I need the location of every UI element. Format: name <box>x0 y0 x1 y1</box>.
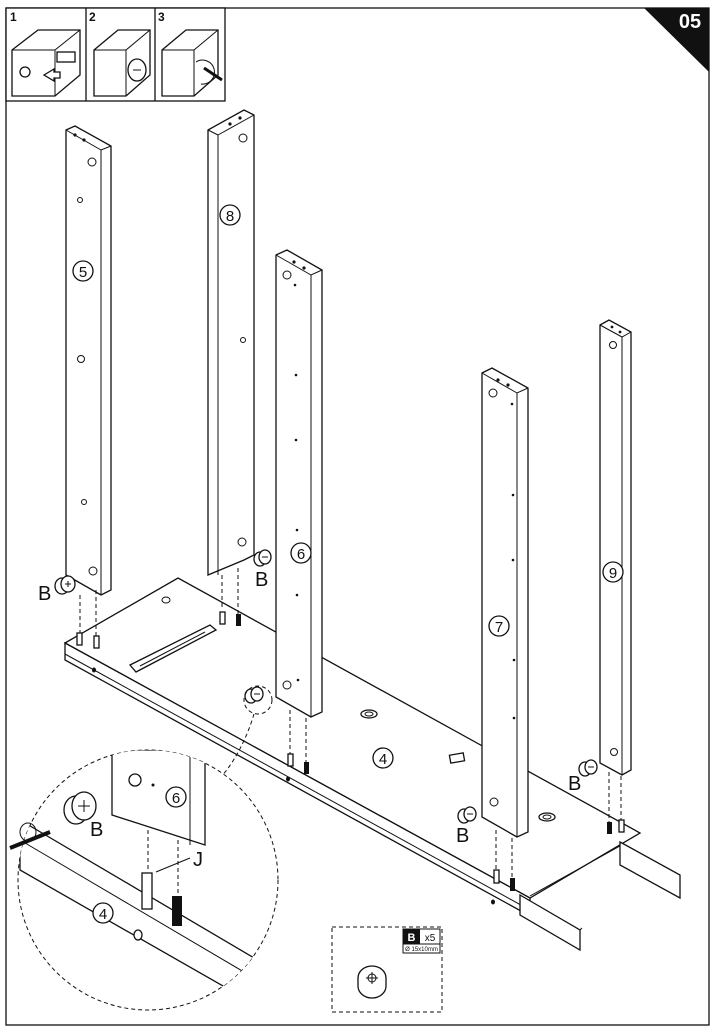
hardware-b-label-1: B <box>38 583 51 605</box>
legend-code: B <box>408 932 416 944</box>
part-5-label: 5 <box>79 264 87 281</box>
dowels <box>76 611 625 891</box>
panel-6: 6 <box>275 249 323 718</box>
part-9-label: 9 <box>609 565 617 582</box>
page-frame <box>5 7 710 1026</box>
hardware-b-label-4: B <box>568 773 581 795</box>
hardware-legend: B x5 Ø 15x10mm <box>331 926 443 1013</box>
screwdriver-icon <box>203 66 223 82</box>
step-number: 05 <box>679 11 701 33</box>
zoom-part-4-label: 4 <box>99 906 107 923</box>
zoom-b-label: B <box>90 819 103 841</box>
hardware-b-label-2: B <box>255 569 268 591</box>
rotate-arrow-icon <box>195 59 215 85</box>
zoom-detail: 6 4 B J <box>9 749 279 1011</box>
part-7-label: 7 <box>495 619 503 636</box>
zoom-part-6-label: 6 <box>172 790 180 807</box>
panel-8: 8 <box>207 109 255 576</box>
part-6-label: 6 <box>297 546 305 563</box>
inset-step-3: 3 <box>158 10 165 24</box>
cam-icon <box>457 806 477 824</box>
cam-icon <box>244 686 264 704</box>
cam-lock-inset: 1 2 3 <box>5 7 226 102</box>
part-8-label: 8 <box>226 208 234 225</box>
cam-icon <box>54 575 76 595</box>
inset-step-2: 2 <box>89 10 96 24</box>
hardware-b-label-3: B <box>456 825 469 847</box>
cam-icon <box>357 965 387 999</box>
panel-9: 9 <box>599 319 632 776</box>
step-badge: 05 <box>644 8 709 72</box>
cam-locks: B B B B <box>38 549 598 847</box>
screwdriver-icon <box>9 830 51 850</box>
panel-7: 7 <box>481 367 529 838</box>
guide-lines <box>79 568 622 885</box>
cam-icon <box>63 791 97 825</box>
inset-step-1: 1 <box>10 10 17 24</box>
panel-5: 5 <box>65 125 112 596</box>
legend-spec: Ø 15x10mm <box>405 947 438 953</box>
legend-qty: x5 <box>425 933 436 944</box>
zoom-j-label: J <box>193 849 203 871</box>
part-4-label: 4 <box>379 751 387 768</box>
cam-icon <box>253 549 272 567</box>
cam-icon <box>578 759 598 777</box>
arrow-icon <box>42 67 61 83</box>
rotate-arrow-icon <box>19 822 37 842</box>
